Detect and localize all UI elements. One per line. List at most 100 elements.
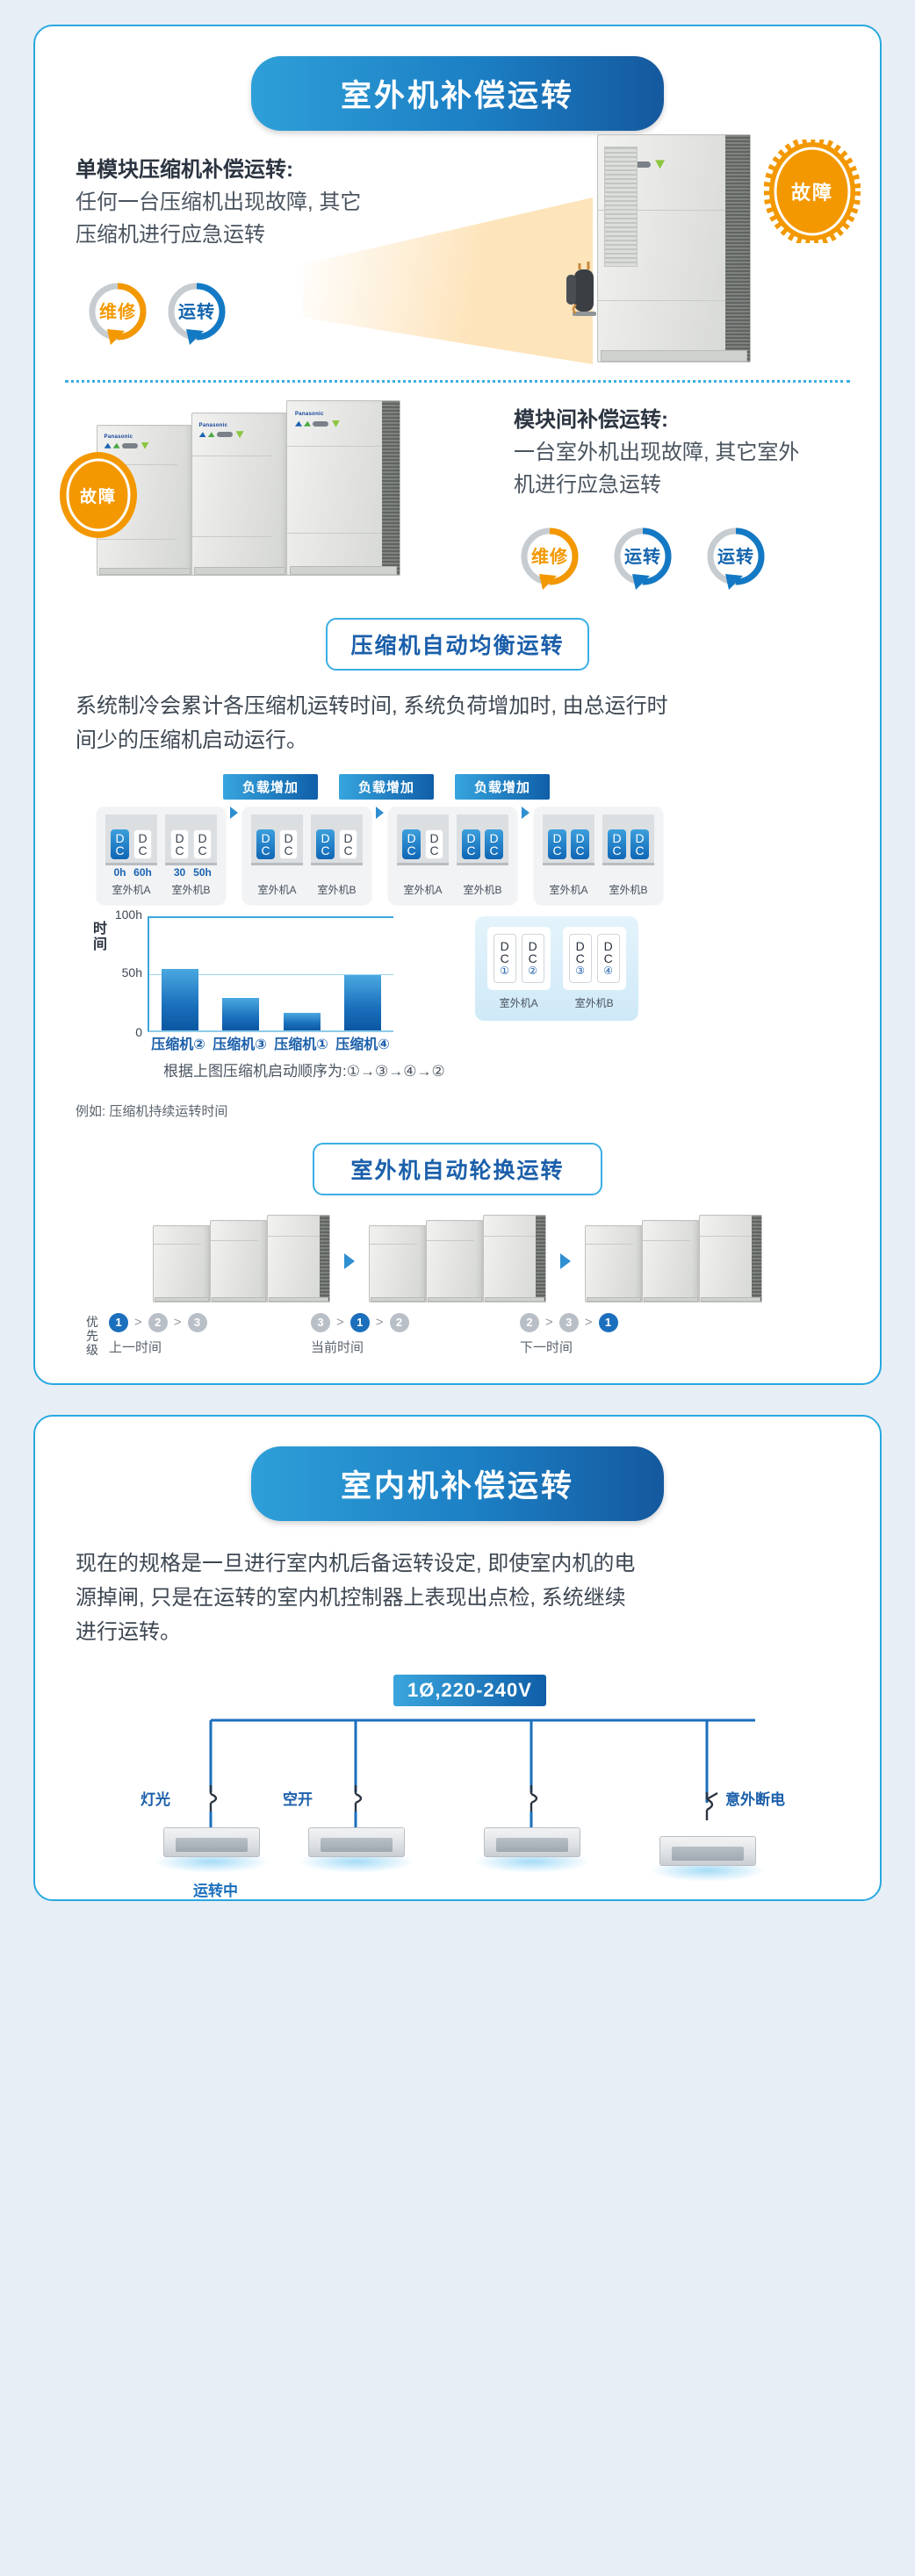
hours-value: 50h <box>193 865 212 879</box>
unit-label: 室外机B <box>317 883 357 896</box>
ytick: 50h <box>121 965 142 979</box>
outdoor-unit-card: 室外机补偿运转 单模块压缩机补偿运转: 任何一台压缩机出现故障, 其它 压缩机进… <box>33 25 882 1386</box>
chart-bar <box>283 1012 321 1030</box>
inter-module-heading: 模块间补偿运转: <box>514 408 668 432</box>
unit-label: 室外机A <box>403 883 443 896</box>
indoor-unit <box>298 1826 415 1873</box>
indoor-para-2: 源掉闸, 只是在运转的室内机控制器上表现出点检, 系统继续 <box>76 1585 626 1610</box>
inter-module-body-1: 一台室外机出现故障, 其它室外 <box>514 441 800 465</box>
card1-title: 室外机补偿运转 <box>251 56 664 131</box>
chart-and-panel: 时间 100h 50h 0 <box>93 908 880 1080</box>
outdoor-unit-image <box>210 1219 268 1302</box>
outdoor-unit-image <box>642 1219 700 1302</box>
priority-number: 3 <box>558 1312 579 1332</box>
step-arrow-icon <box>230 806 238 819</box>
ytick: 100h <box>114 907 142 922</box>
cassette-body <box>659 1835 756 1866</box>
auto-balance-title: 压缩机自动均衡运转 <box>326 618 589 671</box>
load-tag: 负载增加 <box>339 773 434 800</box>
gt-icon: > <box>545 1315 553 1331</box>
chart-gridline-50 <box>149 973 393 975</box>
rotation-unit-group <box>153 1214 330 1302</box>
gt-icon: > <box>134 1315 142 1331</box>
chart-bar <box>222 997 260 1030</box>
gt-icon: > <box>375 1315 384 1331</box>
breaker-icon <box>519 1783 545 1818</box>
priority-label-text: 优先级 <box>86 1314 98 1357</box>
running-label: 运转中 <box>193 1882 238 1899</box>
circle-label: 维修 <box>99 302 136 322</box>
panel-dc-number: ④ <box>603 965 614 978</box>
ytick: 0 <box>135 1024 142 1039</box>
auto-rotation-section: 室外机自动轮换运转 <box>35 1142 880 1357</box>
section-divider <box>65 380 850 383</box>
unit-label: 室外机B <box>463 883 502 896</box>
priority-number: 2 <box>389 1312 409 1332</box>
panel-dc-number: ① <box>500 965 510 978</box>
priority-order: 2 > 3 > 1 <box>520 1312 695 1332</box>
circle-label: 维修 <box>531 547 568 567</box>
outdoor-unit-image <box>426 1219 484 1302</box>
breaker-label-light: 灯光 <box>140 1790 170 1808</box>
single-module-body-1: 任何一台压缩机出现故障, 其它 <box>76 190 362 215</box>
outdoor-unit-image <box>585 1224 643 1302</box>
voltage-label: 1Ø,220-240V <box>393 1674 546 1706</box>
fault-badge: 故障 <box>58 451 139 539</box>
auto-rotation-title: 室外机自动轮换运转 <box>313 1142 602 1195</box>
load-tag: 负载增加 <box>223 773 318 800</box>
circle-badge-repair: 维修 <box>84 276 151 348</box>
chart-bar <box>344 974 382 1030</box>
unit-label: 室外机B <box>609 883 648 896</box>
breaker-icon <box>343 1783 370 1818</box>
cassette-body <box>163 1826 260 1857</box>
circle-label: 运转 <box>624 547 661 567</box>
priority-number-active: 1 <box>349 1312 370 1332</box>
priority-time: 下一时间 <box>520 1339 573 1355</box>
priority-label: 优先级 <box>86 1315 109 1357</box>
load-tag: 负载增加 <box>455 773 550 800</box>
outdoor-unit-trio: Panasonic Panasonic <box>97 400 400 576</box>
outdoor-unit-image: Panasonic <box>597 134 751 362</box>
unit-label: 室外机A <box>112 883 151 896</box>
outdoor-unit-image <box>153 1224 211 1302</box>
circle-badge-repair: 维修 <box>516 521 583 593</box>
priority-row: 优先级 1 > 2 > 3 上一时间 3 > <box>86 1312 880 1357</box>
circle-label: 运转 <box>717 547 754 567</box>
auto-balance-para-1: 系统制冷会累计各压缩机运转时间, 系统负荷增加时, 由总运行时 <box>76 694 668 718</box>
chart-xlabels: 压缩机② 压缩机③ 压缩机① 压缩机④ <box>148 1032 393 1053</box>
unit-label: 室外机A <box>549 883 588 896</box>
priority-number-active: 1 <box>109 1312 128 1332</box>
chart-xtick: 压缩机① <box>274 1037 328 1052</box>
indoor-para-3: 进行运转。 <box>76 1619 181 1644</box>
unit-label: 室外机B <box>171 883 211 896</box>
chart-yticks: 100h 50h 0 <box>112 908 148 1039</box>
chart-ylabel-text: 时间 <box>93 921 108 952</box>
priority-number-active: 1 <box>598 1312 618 1332</box>
hours-value: 60h <box>133 865 152 879</box>
outdoor-unit-image <box>483 1214 546 1302</box>
outdoor-unit-image <box>369 1224 427 1302</box>
circle-badge-operation: 运转 <box>163 276 230 348</box>
step-arrow-icon <box>522 806 530 819</box>
panel-label: 室外机B <box>574 996 614 1009</box>
